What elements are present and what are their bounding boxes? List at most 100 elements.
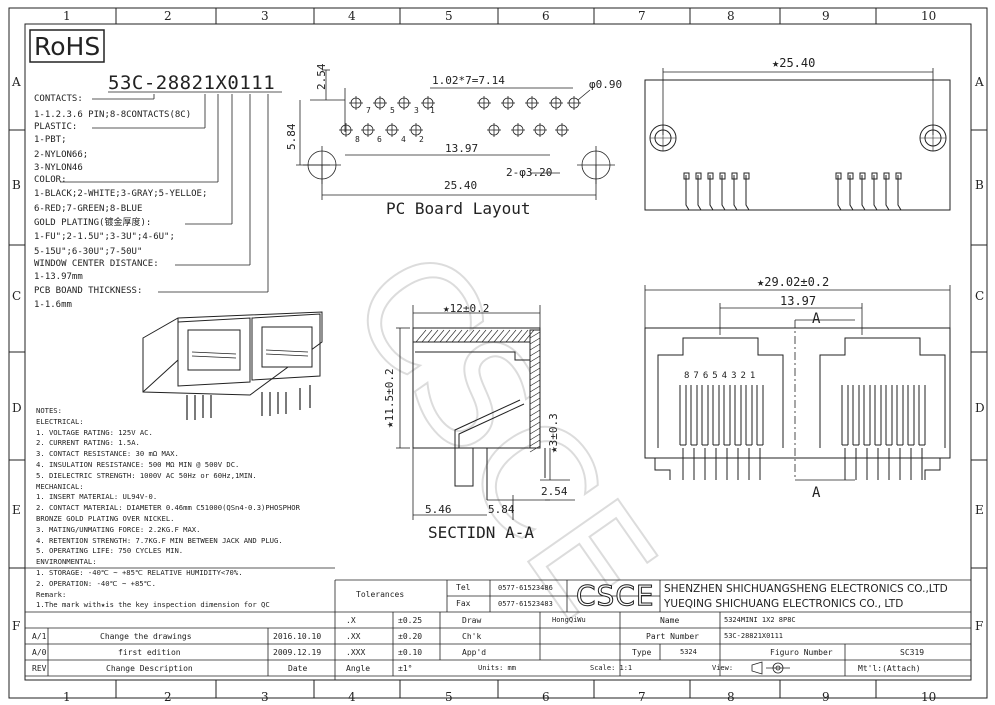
top-view-pin xyxy=(685,175,690,211)
pcb-hole xyxy=(487,123,501,137)
grid-column-label: 9 xyxy=(822,690,830,704)
figuro-label: Figuro Number xyxy=(770,648,833,657)
pcb-thickness-value: 1-1.6mm xyxy=(34,300,72,310)
pcb-hole xyxy=(339,123,353,137)
tel-label: Tel xyxy=(456,583,471,592)
gold-label: GOLD PLATING(镀金厚度): xyxy=(34,218,152,228)
note-line: 2. CONTACT MATERIAL: DIAMETER 0.46mm C51… xyxy=(36,503,300,513)
pcb-peg-dim: 2-φ3.20 xyxy=(506,166,553,179)
part-number-value: 53C-28821X0111 xyxy=(724,632,784,640)
pcb-width-dim: 25.40 xyxy=(444,179,478,192)
section-cut-label-top: A xyxy=(812,311,821,327)
connector-iso-sketch xyxy=(142,311,323,420)
grid-column-label: 6 xyxy=(542,690,550,704)
top-view-width-dim: ★25.40 xyxy=(772,56,816,70)
section-aa-drawing xyxy=(396,305,575,520)
pcb-layout-title: PC Board Layout xyxy=(386,199,531,218)
top-view-pin-head xyxy=(895,172,902,180)
pcb-height-254-dim: 2.54 xyxy=(315,63,328,91)
pcb-hole xyxy=(555,123,569,137)
front-view-span-dim: 13.97 xyxy=(780,294,817,308)
grid-column-label: 9 xyxy=(822,9,830,23)
grid-row-label: A xyxy=(975,75,984,89)
grid-row-label: E xyxy=(975,503,984,517)
pcb-hole xyxy=(525,96,539,110)
top-view-pin-head xyxy=(695,172,702,180)
grid-column-label: 1 xyxy=(63,9,71,23)
top-view-pin xyxy=(721,175,726,211)
pcb-pin-number: 6 xyxy=(377,135,382,144)
fax-label: Fax xyxy=(456,599,471,608)
grid-column-label: 8 xyxy=(727,9,735,23)
tol-xx-value: ±0.20 xyxy=(398,632,423,641)
top-view-pin-head xyxy=(683,172,690,180)
plastic-label: PLASTIC: xyxy=(34,122,78,132)
section-height-dim: ★11.5±0.2 xyxy=(383,368,396,428)
tolerances-label: Tolerances xyxy=(356,590,405,599)
pcb-hole xyxy=(501,96,515,110)
part-code: 53C-28821X0111 xyxy=(108,72,276,94)
window-value: 1-13.97mm xyxy=(34,272,83,282)
draw-value: HongQiWu xyxy=(552,616,586,624)
grid-row-label: A xyxy=(12,75,21,89)
pcb-hole xyxy=(397,96,411,110)
note-line: Remark: xyxy=(36,589,67,599)
title-block-grid xyxy=(25,567,971,680)
window-label: WINDOW CENTER DISTANCE: xyxy=(34,259,159,269)
rj45-port xyxy=(657,337,784,480)
part-number-label: Part Number xyxy=(646,632,699,641)
tol-xxx-value: ±0.10 xyxy=(398,648,423,657)
company-name-1: SHENZHEN SHICHUANGSHENG ELECTRONICS CO.,… xyxy=(664,583,948,595)
rev-header-id: REV xyxy=(32,664,47,673)
grid-row-label: F xyxy=(12,619,21,633)
name-label: Name xyxy=(660,616,680,625)
fax-value: 0577-61523483 xyxy=(498,600,553,608)
company-name-2: YUEQING SHICHUANG ELECTRONICS CO., LTD xyxy=(664,598,904,610)
grid-column-label: 10 xyxy=(921,690,937,704)
tol-angle-label: Angle xyxy=(346,664,371,673)
grid-row-label: B xyxy=(12,178,21,192)
color-label: COLOR: xyxy=(34,175,67,185)
view-label: View: xyxy=(712,664,734,672)
top-view-pin xyxy=(873,175,878,211)
plastic-value-2: 2-NYLON66; xyxy=(34,150,89,160)
rev-a0-desc: first edition xyxy=(118,648,181,657)
grid-row-label: D xyxy=(975,401,985,415)
units-value: Units: mm xyxy=(478,664,516,672)
rev-a0-id: A/0 xyxy=(32,648,47,657)
top-view-pin xyxy=(745,175,750,211)
top-view-pin-head xyxy=(871,172,878,180)
section-cut-label-bottom: A xyxy=(812,485,821,501)
option-leaders xyxy=(60,91,282,293)
pcb-pin-number: 2 xyxy=(419,135,424,144)
pcb-hole xyxy=(511,123,525,137)
draw-label: Draw xyxy=(462,616,482,625)
pcb-hole-dim: φ0.90 xyxy=(589,78,623,91)
contacts-label: CONTACTS: xyxy=(34,94,83,104)
note-line: 4. RETENTION STRENGTH: 7.7KG.F MIN BETWE… xyxy=(36,535,283,545)
type-value: 5324 xyxy=(680,648,697,656)
note-line: 2. CURRENT RATING: 1.5A. xyxy=(36,438,140,448)
pcb-hole xyxy=(533,123,547,137)
grid-column-label: 2 xyxy=(164,9,172,23)
rohs-label: RoHS xyxy=(34,32,101,61)
top-view-pin xyxy=(897,175,902,211)
note-line: ELECTRICAL: xyxy=(36,416,84,426)
section-depth-dim: ★12±0.2 xyxy=(443,302,490,315)
top-view-pin-head xyxy=(835,172,842,180)
rj45-port xyxy=(819,337,946,480)
grid-column-label: 7 xyxy=(638,9,646,23)
top-view-pin xyxy=(697,175,702,211)
top-view-pin-head xyxy=(883,172,890,180)
pcb-hole xyxy=(349,96,363,110)
name-value: 5324MINI 1X2 8P8C xyxy=(724,616,796,624)
tol-xx-label: .XX xyxy=(346,632,361,641)
pcb-hole xyxy=(373,96,387,110)
company-logo: CSCE xyxy=(576,579,655,612)
grid-row-label: B xyxy=(975,178,984,192)
plastic-value-1: 1-PBT; xyxy=(34,135,67,145)
rev-header-desc: Change Description xyxy=(106,664,193,673)
pcb-pin-number: 4 xyxy=(401,135,406,144)
pcb-hole xyxy=(421,96,435,110)
